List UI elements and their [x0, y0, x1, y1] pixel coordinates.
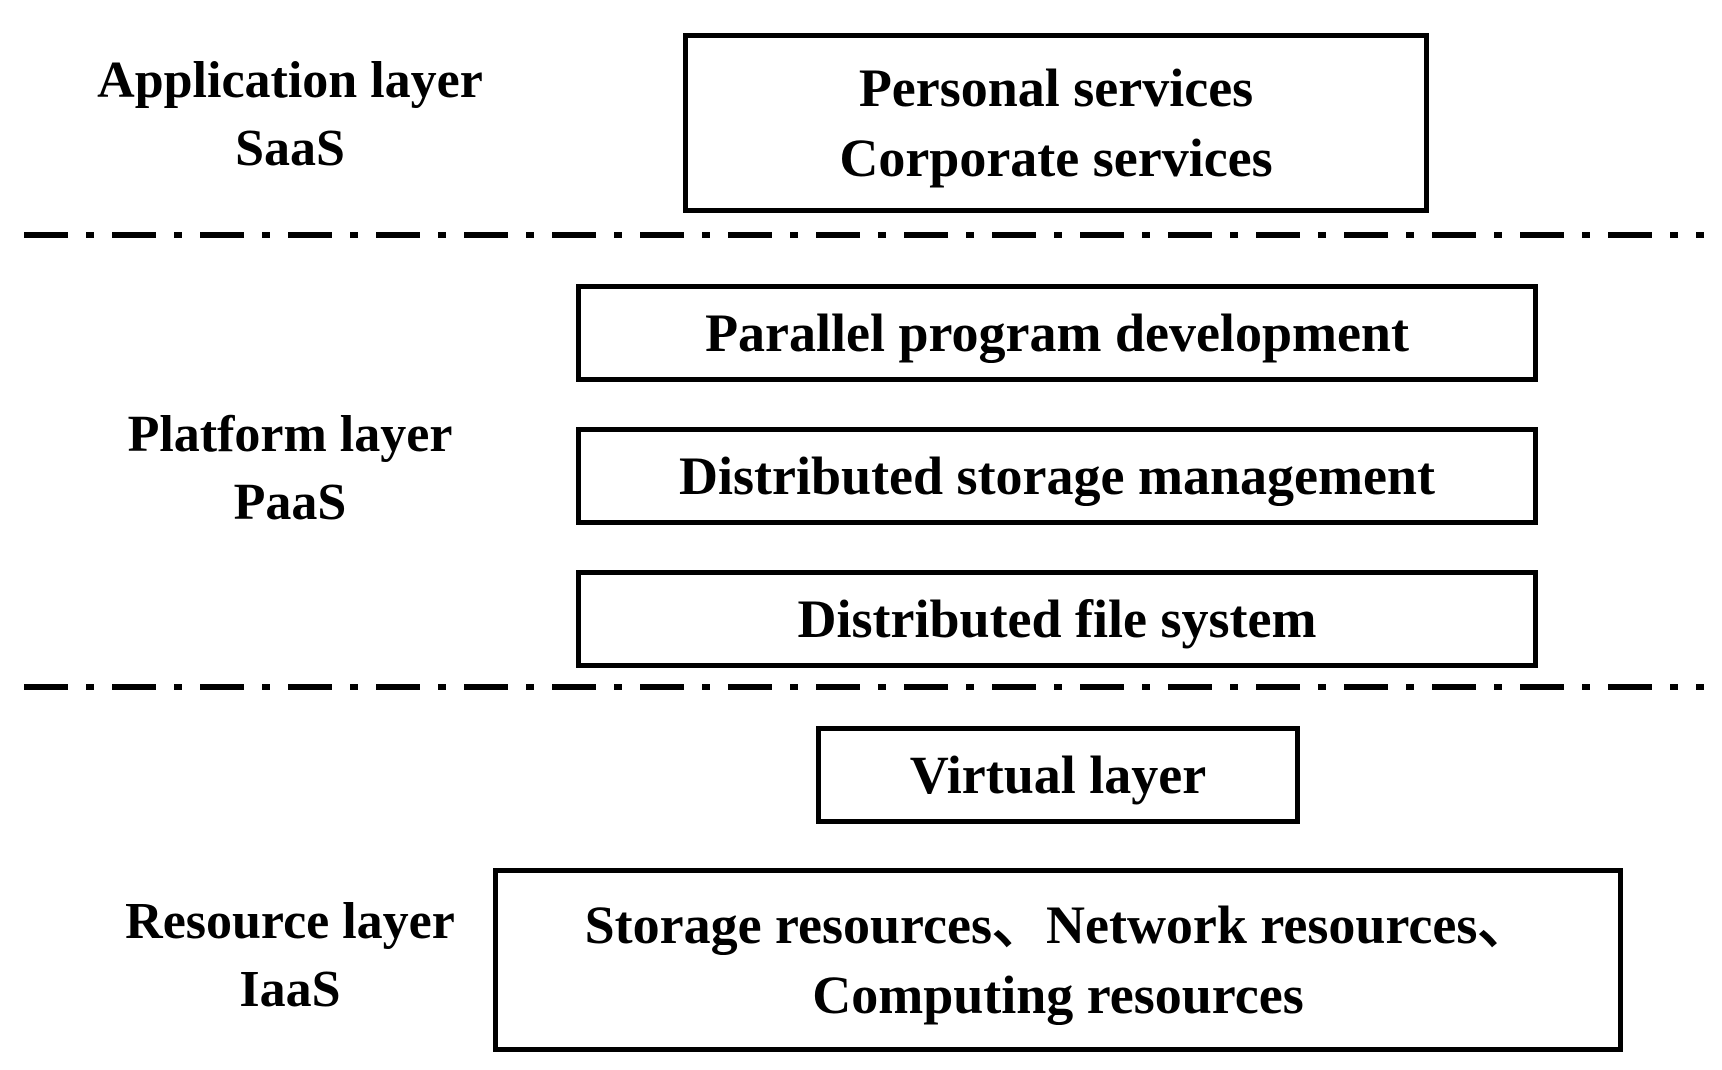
computing-resources-text: Computing resources [812, 965, 1304, 1025]
parallel-program-text: Parallel program development [705, 303, 1409, 363]
storage-management-box: Distributed storage management [576, 427, 1538, 525]
platform-layer-model: PaaS [233, 474, 347, 531]
application-platform-divider [24, 231, 1704, 239]
application-layer-label: Application layer SaaS [40, 47, 540, 183]
platform-resource-divider [24, 683, 1704, 691]
file-system-box: Distributed file system [576, 570, 1538, 668]
application-layer-model: SaaS [235, 120, 345, 177]
platform-layer-name: Platform layer [127, 406, 453, 463]
corporate-services-text: Corporate services [839, 128, 1273, 188]
personal-services-text: Personal services [858, 58, 1254, 118]
dash-dot-line [24, 232, 1704, 238]
file-system-text: Distributed file system [797, 589, 1317, 649]
parallel-program-box: Parallel program development [576, 284, 1538, 382]
virtual-layer-text: Virtual layer [909, 745, 1207, 805]
resource-layer-name: Resource layer [125, 893, 455, 950]
resource-layer-model: IaaS [239, 961, 341, 1018]
storage-network-resources-text: Storage resources、Network resources、 [584, 895, 1532, 955]
platform-layer-label: Platform layer PaaS [40, 401, 540, 537]
dash-dot-line [24, 684, 1704, 690]
virtual-layer-box: Virtual layer [816, 726, 1300, 824]
services-box: Personal services Corporate services [683, 33, 1429, 213]
resource-layer-label: Resource layer IaaS [40, 888, 540, 1024]
application-layer-name: Application layer [97, 52, 483, 109]
storage-management-text: Distributed storage management [679, 446, 1435, 506]
resources-box: Storage resources、Network resources、 Com… [493, 868, 1623, 1052]
